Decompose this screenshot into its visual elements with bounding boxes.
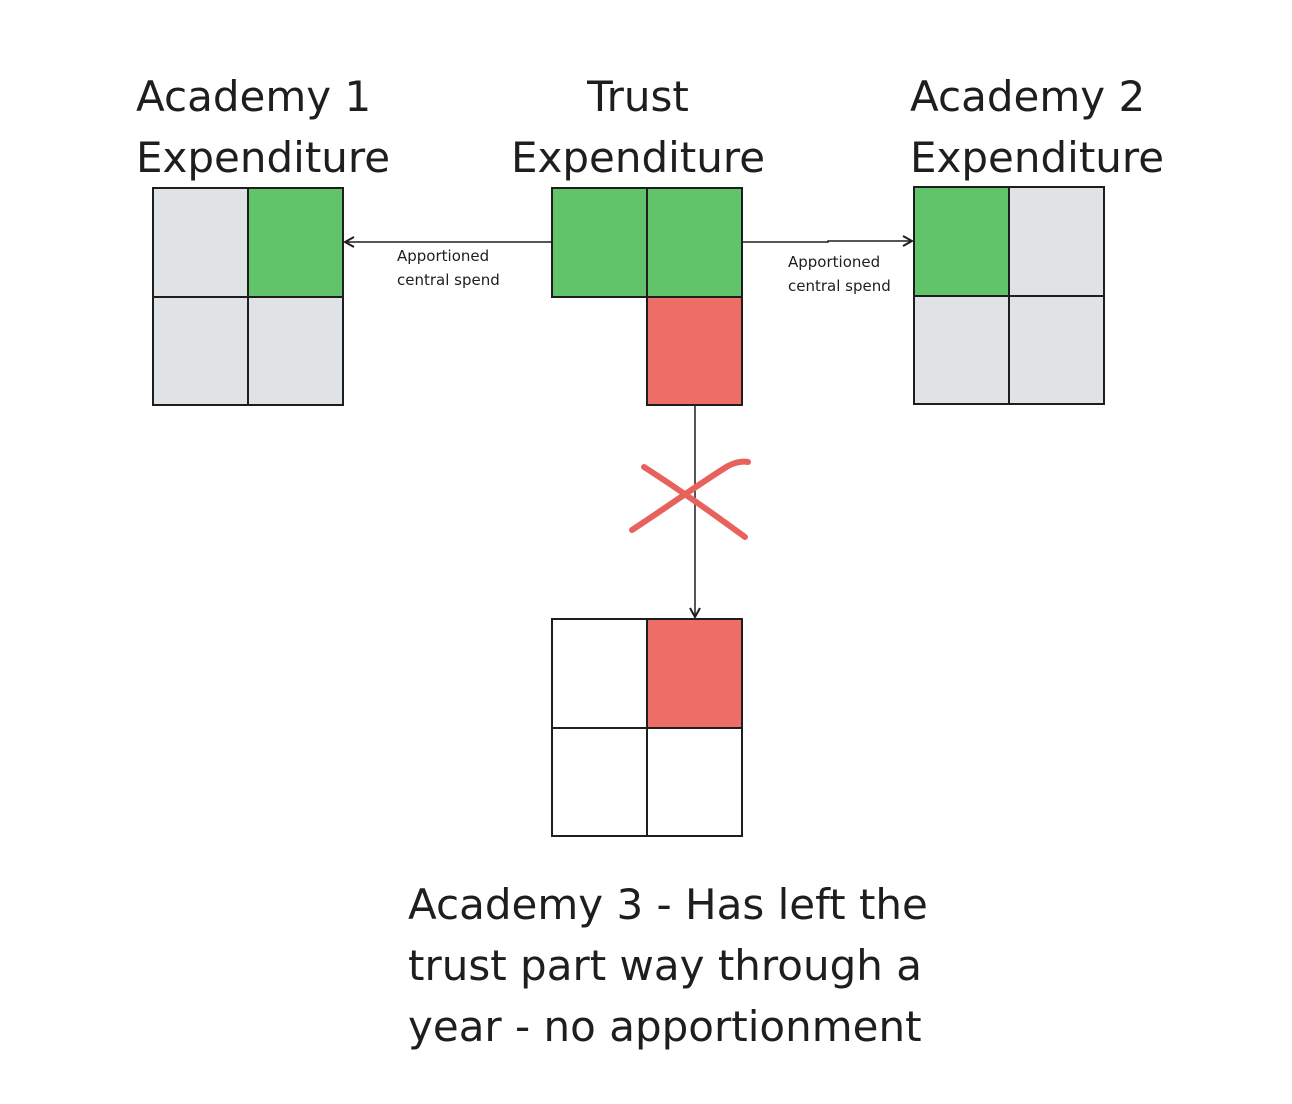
- trust-grid: [551, 187, 743, 406]
- academy-3-caption-line2: trust part way through a: [408, 941, 922, 990]
- left-arrow-label-line2: central spend: [397, 271, 500, 289]
- trust-cell-bottom-right: [646, 296, 743, 406]
- academy-3-cell-bottom-left: [551, 727, 648, 837]
- cross-icon: [629, 458, 751, 540]
- academy-1-cell-top-left: [152, 187, 249, 298]
- academy-2-cell-bottom-left: [913, 295, 1010, 405]
- arrow-to-academy-2: [742, 241, 912, 242]
- academy-2-title-line1: Academy 2: [910, 72, 1146, 121]
- academy-3-cell-top-left: [551, 618, 648, 729]
- academy-3-cell-top-right: [646, 618, 743, 729]
- right-arrow-label-line1: Apportioned: [788, 253, 881, 271]
- academy-1-cell-bottom-right: [247, 296, 344, 406]
- right-arrow-label-line2: central spend: [788, 277, 891, 295]
- academy-2-title-line2: Expenditure: [910, 133, 1165, 182]
- left-arrow-label-line1: Apportioned: [397, 247, 490, 265]
- right-arrow-label: Apportioned central spend: [788, 250, 891, 298]
- academy-3-caption: Academy 3 - Has left the trust part way …: [408, 874, 928, 1057]
- trust-title-line1: Trust: [587, 72, 689, 121]
- academy-2-title: Academy 2 Expenditure: [910, 66, 1164, 188]
- trust-cell-top-left: [551, 187, 648, 298]
- academy-1-title-line2: Expenditure: [136, 133, 391, 182]
- academy-1-title-line1: Academy 1: [136, 72, 372, 121]
- cross-icon-stroke-1: [641, 464, 748, 540]
- academy-1-grid: [152, 187, 344, 406]
- academy-1-cell-top-right: [247, 187, 344, 298]
- academy-3-grid: [551, 618, 743, 837]
- left-arrow-label: Apportioned central spend: [397, 244, 500, 292]
- trust-title-line2: Expenditure: [510, 133, 766, 182]
- academy-3-caption-line3: year - no apportionment: [408, 1002, 922, 1051]
- academy-2-cell-top-right: [1008, 186, 1105, 297]
- academy-2-cell-bottom-right: [1008, 295, 1105, 405]
- academy-3-caption-line1: Academy 3 - Has left the: [408, 880, 928, 929]
- trust-title: Trust Expenditure: [498, 66, 778, 188]
- trust-cell-top-right: [646, 187, 743, 298]
- academy-2-cell-top-left: [913, 186, 1010, 297]
- academy-3-cell-bottom-right: [646, 727, 743, 837]
- academy-1-title: Academy 1 Expenditure: [136, 66, 390, 188]
- cross-icon-stroke-2: [629, 458, 751, 533]
- academy-2-grid: [913, 186, 1105, 405]
- academy-1-cell-bottom-left: [152, 296, 249, 406]
